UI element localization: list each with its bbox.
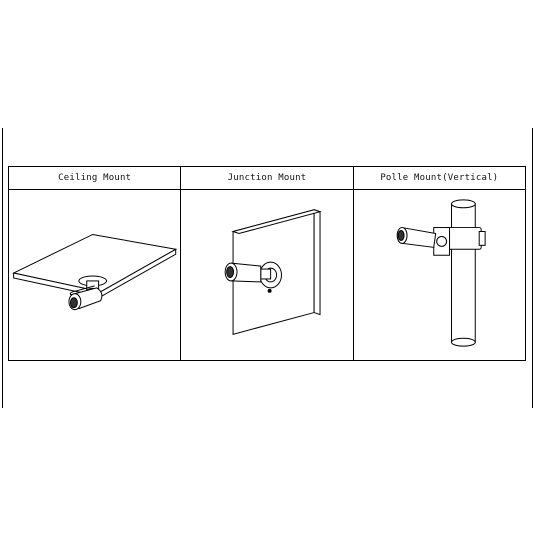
panel-junction-mount: Junction Mount [181, 167, 354, 360]
pole-mount-illustration [354, 190, 525, 360]
panel-ceiling-mount: Ceiling Mount [9, 167, 182, 360]
pole-top [450, 199, 476, 209]
ceiling-mount-illustration [9, 190, 180, 360]
camera-lens-icon [397, 230, 405, 241]
junction-mount-illustration [181, 190, 352, 360]
pole-clamp [444, 227, 482, 250]
camera-lens-icon [69, 297, 78, 309]
panel-title-ceiling-mount: Ceiling Mount [9, 167, 181, 190]
right-border-line [532, 128, 533, 408]
pole-mount-drawing [396, 199, 486, 347]
mount-types-table: Ceiling Mount Junction Mount [8, 166, 526, 361]
pole-bottom [450, 337, 476, 347]
junction-bracket [260, 268, 272, 280]
panel-title-pole-mount: Polle Mount(Vertical) [353, 167, 525, 190]
camera-lens-icon [226, 266, 235, 278]
pole [450, 203, 476, 343]
panel-pole-mount: Polle Mount(Vertical) [353, 167, 525, 360]
ceiling-mount-drawing [12, 233, 178, 311]
junction-mount-drawing [224, 209, 323, 335]
panel-title-junction-mount: Junction Mount [181, 167, 353, 190]
left-border-line [2, 128, 3, 408]
wall-edge [313, 209, 321, 316]
